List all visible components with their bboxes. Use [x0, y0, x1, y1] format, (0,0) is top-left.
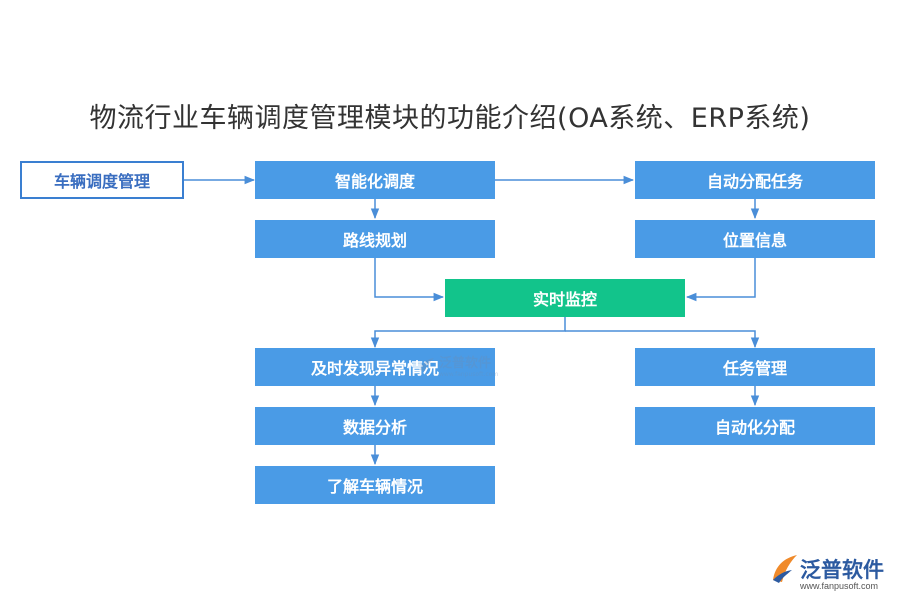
node-auto-distribution: 自动化分配: [635, 407, 875, 445]
node-root: 车辆调度管理: [20, 161, 184, 199]
node-auto-assign: 自动分配任务: [635, 161, 875, 199]
brand-logo: 泛普软件 www.fanpusoft.com: [770, 548, 894, 596]
node-task-management: 任务管理: [635, 348, 875, 386]
arrow-monitor-split: [370, 317, 566, 349]
diagram-title: 物流行业车辆调度管理模块的功能介绍(OA系统、ERP系统): [89, 103, 811, 134]
watermark-logo-icon: [420, 358, 434, 371]
node-route-planning: 路线规划: [255, 220, 495, 258]
arrow-location-to-monitor: [685, 258, 756, 302]
brand-url: www.fanpusoft.com: [800, 581, 879, 591]
brand-name: 泛普软件: [800, 558, 884, 582]
watermark-url: www.fanpusoft.com: [439, 371, 499, 378]
arrow-route-to-monitor: [374, 258, 445, 302]
node-realtime-monitor: 实时监控: [445, 279, 685, 317]
watermark: 泛普软件 www.fanpusoft.com: [418, 352, 498, 378]
node-location-info: 位置信息: [635, 220, 875, 258]
node-data-analysis: 数据分析: [255, 407, 495, 445]
node-anomaly-detection: 及时发现异常情况: [255, 348, 495, 386]
brand-leaf-icon: [773, 555, 797, 583]
watermark-name: 泛普软件: [439, 356, 492, 371]
node-vehicle-status: 了解车辆情况: [255, 466, 495, 504]
node-smart-dispatch: 智能化调度: [255, 161, 495, 199]
arrow-monitor-to-task: [565, 330, 760, 349]
